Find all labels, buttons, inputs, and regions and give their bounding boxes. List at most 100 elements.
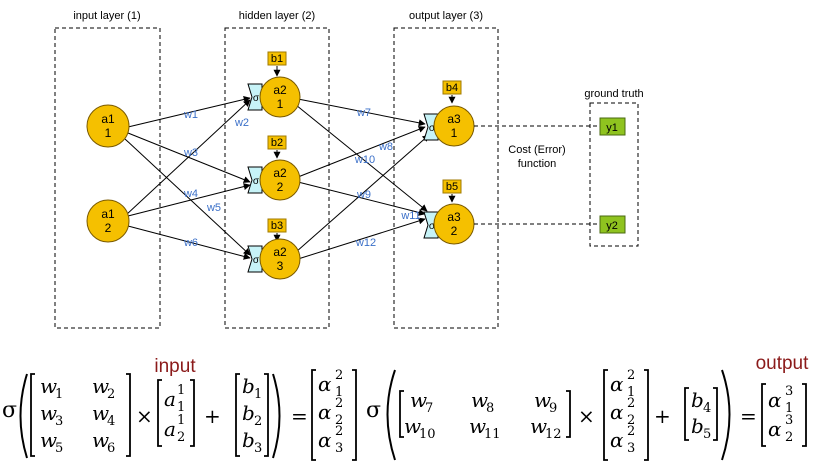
bias-b2: b2 [267, 135, 287, 150]
node-a1-2: a1 2 [86, 199, 130, 243]
svg-text:3: 3 [785, 384, 793, 399]
edge-w9 [295, 104, 428, 212]
a1-vector: a 1 1 a 1 2 [164, 383, 185, 445]
svg-text:y1: y1 [606, 122, 618, 134]
svg-text:σ: σ [253, 176, 260, 187]
svg-text:×: × [136, 404, 153, 428]
svg-text:3: 3 [55, 414, 63, 429]
svg-text:3: 3 [277, 259, 284, 273]
weight-w3: w3 [183, 147, 198, 159]
bias-b5: b5 [442, 179, 462, 194]
node-a2-3: σ a2 3 [247, 238, 301, 280]
svg-text:2: 2 [254, 414, 262, 429]
svg-text:α: α [318, 428, 332, 452]
cost-label-line1: Cost (Error) [508, 144, 565, 156]
paren-close-2 [721, 369, 731, 461]
weight-w2: w2 [234, 117, 249, 129]
svg-text:1: 1 [785, 401, 793, 416]
svg-text:w: w [92, 428, 109, 452]
svg-text:2: 2 [627, 424, 635, 439]
svg-text:w: w [471, 388, 488, 412]
w-matrix-2: w 7 w 8 w 9 w 10 w 11 w 12 [404, 388, 562, 442]
svg-text:α: α [768, 417, 782, 441]
hidden-layer-label: hidden layer (2) [239, 10, 315, 22]
sigma-2: σ [366, 398, 381, 423]
bias-b3: b3 [267, 218, 287, 233]
svg-text:4: 4 [703, 401, 711, 416]
svg-text:w: w [534, 388, 551, 412]
cost-label-line2: function [518, 158, 557, 170]
edge-w12 [297, 217, 426, 260]
svg-text:σ: σ [429, 123, 436, 134]
svg-text:10: 10 [419, 427, 436, 442]
weight-w10: w10 [354, 154, 375, 166]
svg-text:a: a [164, 417, 176, 441]
svg-text:a3: a3 [447, 112, 461, 126]
svg-text:b3: b3 [271, 220, 283, 232]
b-vector-2: b 4 b 5 [691, 388, 711, 442]
svg-text:b: b [691, 414, 704, 438]
svg-text:6: 6 [107, 441, 115, 456]
svg-text:α: α [318, 372, 332, 396]
svg-text:2: 2 [451, 224, 458, 238]
svg-text:12: 12 [545, 427, 562, 442]
svg-text:α: α [610, 372, 624, 396]
bias-b1: b1 [267, 51, 287, 66]
svg-text:9: 9 [549, 401, 557, 416]
sigma-1: σ [2, 398, 17, 423]
edge-w8 [297, 126, 426, 178]
paren-open-1 [19, 373, 28, 459]
svg-text:w: w [92, 374, 109, 398]
alpha3-vector: α 3 1 α 3 2 [768, 384, 793, 445]
svg-text:σ: σ [429, 221, 436, 232]
svg-text:7: 7 [425, 401, 433, 416]
svg-text:b: b [242, 401, 255, 425]
svg-text:a2: a2 [273, 166, 287, 180]
svg-text:11: 11 [484, 427, 501, 442]
svg-text:2: 2 [627, 368, 635, 383]
svg-text:1: 1 [277, 97, 284, 111]
svg-text:2: 2 [107, 387, 115, 402]
svg-text:w: w [410, 388, 427, 412]
paren-close-1 [272, 373, 281, 459]
svg-text:8: 8 [486, 401, 494, 416]
output-layer-label: output layer (3) [409, 10, 483, 22]
edge-w1 [127, 96, 251, 128]
bias-b4: b4 [442, 80, 462, 95]
svg-text:3: 3 [254, 441, 262, 456]
svg-text:2: 2 [335, 413, 343, 428]
svg-text:b2: b2 [271, 137, 283, 149]
svg-text:w: w [92, 401, 109, 425]
w-matrix-1: w 1 w 2 w 3 w 4 w 5 w 6 [40, 374, 115, 456]
svg-text:1: 1 [177, 413, 185, 428]
sigma-icon [247, 83, 263, 111]
node-a1-1: a1 1 [86, 104, 130, 148]
svg-text:4: 4 [107, 414, 115, 429]
svg-text:1: 1 [105, 126, 112, 140]
svg-text:=: = [291, 404, 308, 428]
edge-w10 [295, 134, 430, 253]
paren-open-2 [386, 369, 396, 461]
weight-w4: w4 [183, 188, 198, 200]
node-a3-1: σ a3 1 [423, 105, 475, 147]
svg-text:b: b [691, 388, 704, 412]
connections-2 [295, 98, 430, 260]
sigma-icon [247, 166, 263, 194]
svg-text:2: 2 [105, 221, 112, 235]
weight-w11: w11 [400, 210, 420, 222]
ground-truth-box [589, 102, 639, 247]
svg-text:α: α [610, 428, 624, 452]
hidden-layer-box [224, 27, 330, 329]
svg-text:b4: b4 [446, 82, 458, 94]
ground-truth-label: ground truth [584, 88, 643, 100]
input-layer-label: input layer (1) [73, 10, 140, 22]
alpha2-vector-repeat: α 2 1 α 2 2 α 2 3 [610, 368, 635, 456]
svg-text:1: 1 [627, 385, 635, 400]
sigma-icon [247, 245, 263, 273]
weight-w12: w12 [355, 237, 376, 249]
svg-text:a1: a1 [101, 207, 115, 221]
output-label: output [756, 353, 810, 374]
svg-text:a2: a2 [273, 83, 287, 97]
edge-w7 [297, 98, 426, 127]
